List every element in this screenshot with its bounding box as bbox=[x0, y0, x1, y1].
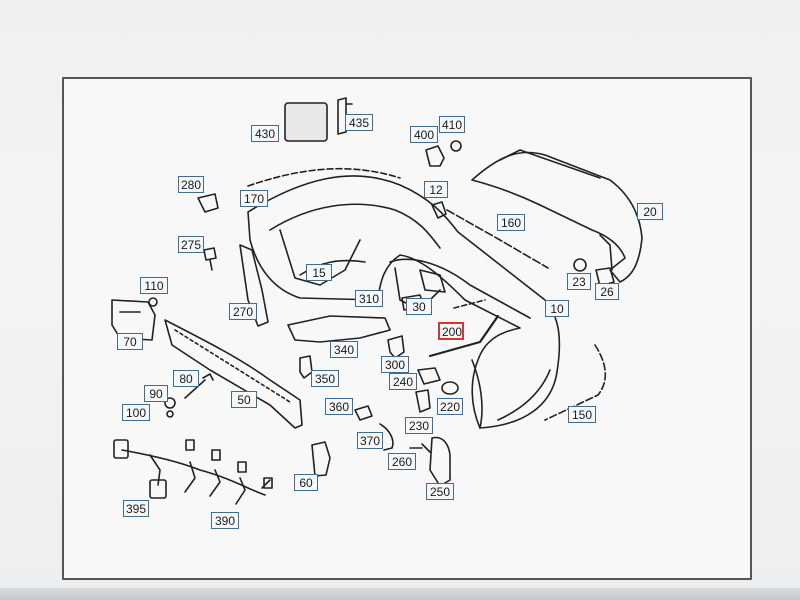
callout-400[interactable]: 400 bbox=[410, 126, 438, 143]
callout-110[interactable]: 110 bbox=[140, 277, 168, 294]
part-holder-230 bbox=[415, 389, 431, 413]
diagram-frame bbox=[62, 77, 752, 580]
callout-23[interactable]: 23 bbox=[567, 273, 591, 290]
part-module-430 bbox=[284, 102, 328, 142]
callout-50[interactable]: 50 bbox=[231, 391, 257, 408]
callout-20[interactable]: 20 bbox=[637, 203, 663, 220]
callout-350[interactable]: 350 bbox=[311, 370, 339, 387]
callout-10[interactable]: 10 bbox=[545, 300, 569, 317]
callout-60[interactable]: 60 bbox=[294, 474, 318, 491]
part-bracket-26 bbox=[595, 267, 615, 287]
callout-70[interactable]: 70 bbox=[117, 333, 143, 350]
part-absorber-50 bbox=[164, 319, 303, 429]
callout-15[interactable]: 15 bbox=[306, 264, 332, 281]
part-clip-240 bbox=[417, 367, 441, 385]
callout-240[interactable]: 240 bbox=[389, 373, 417, 390]
part-sensor-220 bbox=[441, 381, 459, 395]
part-strip-200 bbox=[428, 314, 500, 358]
callout-200-highlighted[interactable]: 200 bbox=[438, 322, 464, 340]
part-washer-90 bbox=[164, 397, 176, 409]
callout-430[interactable]: 430 bbox=[251, 125, 279, 142]
callout-260[interactable]: 260 bbox=[388, 453, 416, 470]
screen-bezel bbox=[0, 588, 800, 600]
part-grommet-23 bbox=[573, 258, 587, 272]
callout-30[interactable]: 30 bbox=[406, 298, 432, 315]
part-connector-395 bbox=[149, 479, 167, 499]
callout-370[interactable]: 370 bbox=[357, 432, 383, 449]
part-wiring-harness-390 bbox=[113, 439, 273, 505]
part-bracket-310 bbox=[419, 269, 446, 293]
part-reflector-360 bbox=[354, 405, 373, 421]
callout-160[interactable]: 160 bbox=[497, 214, 525, 231]
callout-390[interactable]: 390 bbox=[211, 512, 239, 529]
part-nut-110 bbox=[148, 297, 158, 307]
part-clip-12 bbox=[431, 201, 447, 219]
callout-80[interactable]: 80 bbox=[173, 370, 199, 387]
callout-435[interactable]: 435 bbox=[345, 114, 373, 131]
part-bracket-270 bbox=[239, 244, 269, 327]
part-bolt-80 bbox=[184, 373, 214, 399]
callout-360[interactable]: 360 bbox=[325, 398, 353, 415]
callout-280[interactable]: 280 bbox=[178, 176, 204, 193]
callout-170[interactable]: 170 bbox=[240, 190, 268, 207]
part-trim-370 bbox=[379, 423, 394, 451]
part-rear-panel-20 bbox=[471, 149, 643, 283]
part-cover-340 bbox=[287, 315, 391, 343]
part-trim-160 bbox=[446, 209, 549, 269]
part-bracket-60 bbox=[311, 441, 331, 477]
part-bracket-70 bbox=[111, 299, 156, 341]
callout-100[interactable]: 100 bbox=[122, 404, 150, 421]
callout-310[interactable]: 310 bbox=[355, 290, 383, 307]
part-bracket-280 bbox=[197, 193, 219, 213]
callout-150[interactable]: 150 bbox=[568, 406, 596, 423]
callout-230[interactable]: 230 bbox=[405, 417, 433, 434]
callout-12[interactable]: 12 bbox=[424, 181, 448, 198]
callout-300[interactable]: 300 bbox=[381, 356, 409, 373]
callout-220[interactable]: 220 bbox=[437, 398, 463, 415]
part-trim-150 bbox=[544, 344, 607, 421]
callout-410[interactable]: 410 bbox=[439, 116, 465, 133]
callout-90[interactable]: 90 bbox=[144, 385, 168, 402]
part-screw-260 bbox=[409, 443, 431, 453]
callout-250[interactable]: 250 bbox=[426, 483, 454, 500]
callout-275[interactable]: 275 bbox=[178, 236, 204, 253]
callout-340[interactable]: 340 bbox=[330, 341, 358, 358]
part-holder-350 bbox=[299, 355, 313, 379]
part-trim-upper bbox=[247, 167, 401, 187]
callout-26[interactable]: 26 bbox=[595, 283, 619, 300]
callout-270[interactable]: 270 bbox=[229, 303, 257, 320]
part-sensor-400 bbox=[425, 140, 462, 167]
part-fastener-275 bbox=[203, 247, 217, 271]
callout-395[interactable]: 395 bbox=[123, 500, 149, 517]
